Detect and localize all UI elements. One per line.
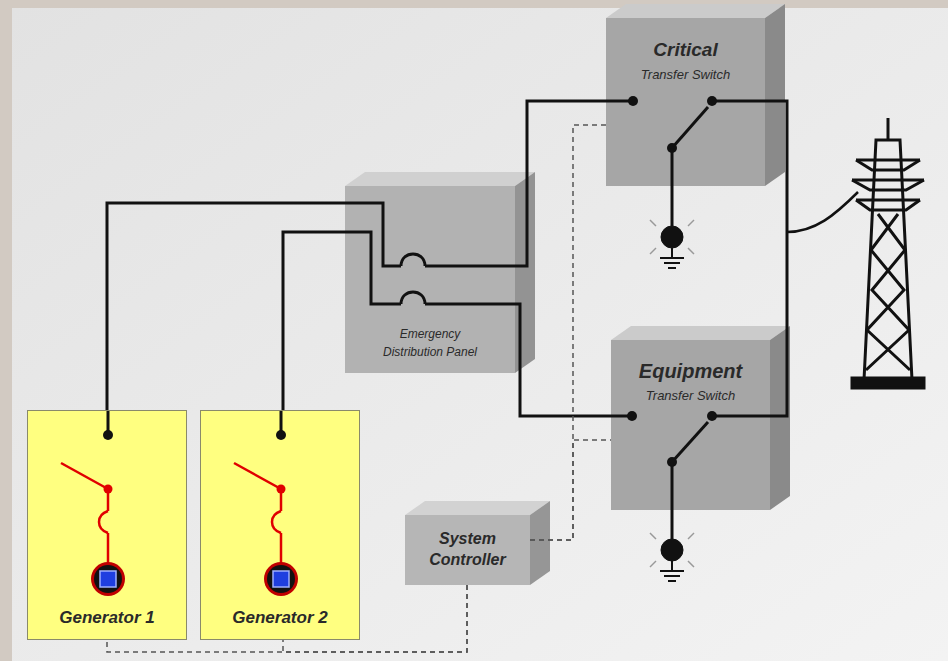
box-internals bbox=[28, 411, 188, 641]
distribution-panel: Emergency Distribution Panel bbox=[345, 186, 515, 373]
utility-tower bbox=[852, 118, 924, 388]
breaker-symbol bbox=[401, 254, 425, 266]
switch-contact bbox=[707, 96, 717, 106]
box-subtitle: Transfer Switch bbox=[641, 67, 730, 84]
switch-wire bbox=[671, 462, 674, 510]
breaker-blade bbox=[234, 463, 281, 489]
generator-symbol bbox=[267, 565, 295, 593]
generator-wire bbox=[280, 489, 283, 511]
control-line bbox=[530, 125, 606, 540]
switch-blade bbox=[672, 107, 708, 148]
box-title: Emergency Distribution Panel bbox=[370, 326, 490, 361]
generator-box: Generator 2 bbox=[200, 410, 360, 640]
panel-wire bbox=[425, 303, 515, 306]
ground bbox=[12, 8, 948, 661]
switch-wire bbox=[712, 415, 770, 418]
box-title: Equipment bbox=[639, 358, 742, 384]
box-top-face bbox=[611, 326, 790, 340]
generator-wire bbox=[107, 489, 110, 511]
panel-wire bbox=[345, 203, 401, 266]
generator-box: Generator 1 bbox=[27, 410, 187, 640]
generator-symbol bbox=[273, 571, 289, 587]
transfer-switch: EquipmentTransfer Switch bbox=[611, 340, 770, 510]
box-title: Critical bbox=[653, 38, 717, 63]
load-lamp bbox=[650, 510, 694, 581]
box-faces bbox=[345, 4, 790, 585]
control-line bbox=[530, 440, 611, 540]
fuse-symbol bbox=[272, 511, 281, 533]
fuse-symbol bbox=[99, 511, 108, 533]
switch-wire bbox=[671, 148, 674, 186]
generator-symbol bbox=[94, 565, 122, 593]
load-lamp bbox=[650, 186, 694, 268]
power-wire bbox=[107, 203, 345, 410]
generator-symbol bbox=[264, 562, 298, 596]
panel-wire bbox=[345, 232, 401, 304]
switch-contact bbox=[627, 411, 637, 421]
box-title: Generator 2 bbox=[232, 607, 327, 629]
generator-symbol bbox=[91, 562, 125, 596]
terminal-dot bbox=[103, 430, 113, 440]
switch-contact bbox=[628, 96, 638, 106]
generator-wire bbox=[280, 533, 283, 563]
switch-wire bbox=[712, 100, 765, 103]
box-title: Generator 1 bbox=[59, 607, 154, 629]
switch-blade bbox=[672, 422, 708, 462]
box-internals bbox=[405, 515, 530, 585]
terminal-dot bbox=[276, 430, 286, 440]
controller-box: System Controller bbox=[405, 515, 530, 585]
box-top-face bbox=[405, 501, 550, 515]
breaker-symbol bbox=[401, 292, 425, 304]
utility-drop bbox=[787, 192, 858, 232]
transfer-switch: CriticalTransfer Switch bbox=[606, 18, 765, 186]
box-side-face bbox=[530, 501, 550, 585]
switch-contact bbox=[707, 411, 717, 421]
box-top-face bbox=[606, 4, 785, 18]
box-top-face bbox=[345, 172, 535, 186]
generator-symbol bbox=[100, 571, 116, 587]
panel-wire bbox=[425, 265, 515, 268]
power-wire bbox=[515, 304, 611, 416]
breaker-blade bbox=[61, 463, 108, 489]
power-wire bbox=[283, 232, 345, 410]
box-subtitle: Transfer Switch bbox=[646, 388, 735, 405]
box-internals bbox=[201, 411, 361, 641]
box-side-face bbox=[515, 172, 535, 373]
generator-wire bbox=[107, 533, 110, 563]
box-side-face bbox=[765, 4, 785, 186]
box-title: System Controller bbox=[418, 529, 518, 571]
